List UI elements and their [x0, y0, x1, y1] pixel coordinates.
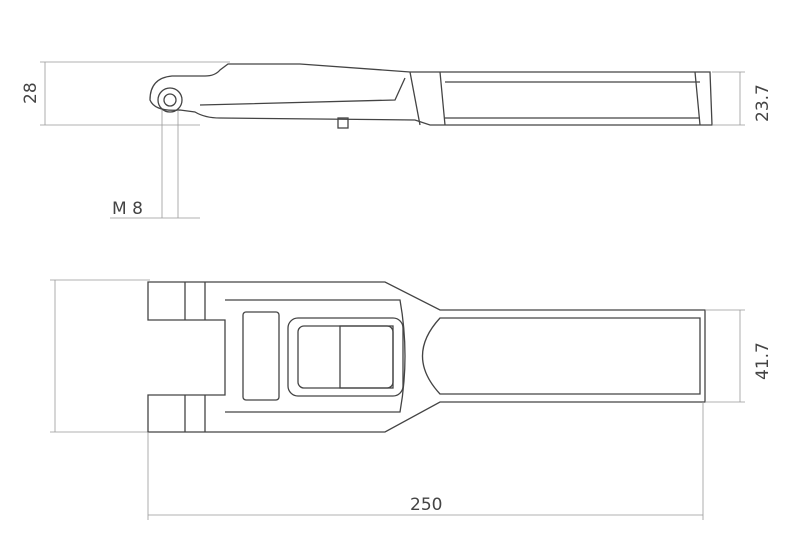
dim-side-height: 28	[21, 82, 41, 104]
dim-handle-height: 23.7	[753, 84, 773, 122]
top-view: 41.7 250	[50, 279, 773, 520]
side-view: 28 23.7 M 8	[21, 61, 773, 219]
dim-handle-width: 41.7	[753, 342, 773, 380]
dim-total-length: 250	[410, 495, 442, 515]
dim-thread: M 8	[112, 199, 143, 219]
